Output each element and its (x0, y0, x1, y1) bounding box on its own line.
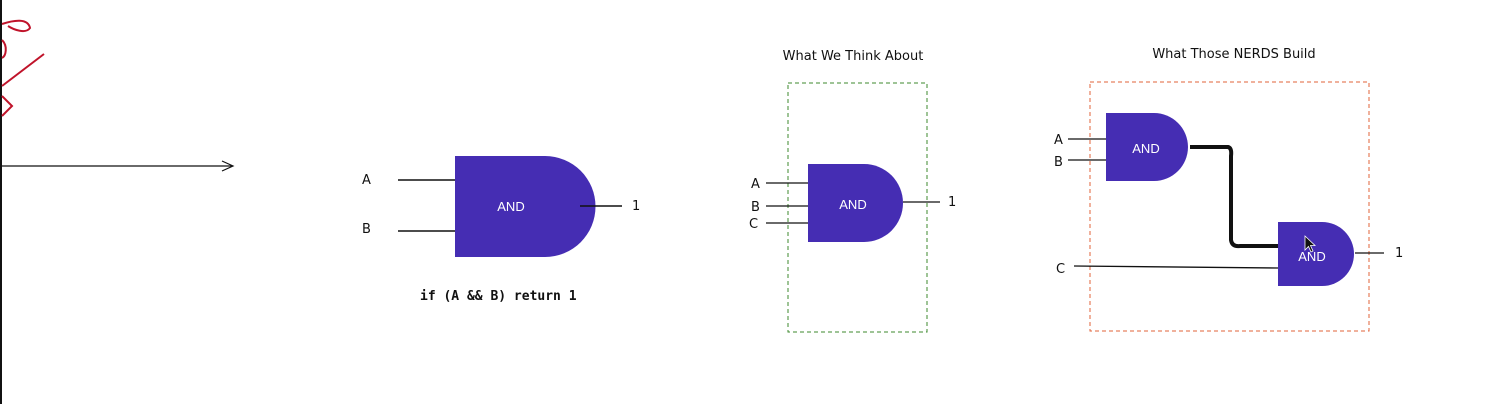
think-panel-title: What We Think About (783, 49, 924, 64)
think-and-gate (766, 164, 940, 242)
build-gate2-label: AND (1298, 249, 1325, 264)
mouse-pointer-icon (1304, 235, 1317, 253)
build-input-b-label: B (1054, 155, 1063, 170)
build-gate1-label: AND (1132, 141, 1159, 156)
build-input-c-label: C (1056, 262, 1065, 277)
simple-and-gate (398, 156, 622, 257)
think-input-b-label: B (751, 200, 760, 215)
build-input-a-label: A (1054, 133, 1063, 148)
think-output-label: 1 (948, 195, 956, 210)
think-input-a-label: A (751, 177, 760, 192)
build-connecting-wire (1190, 145, 1278, 249)
build-panel-title: What Those NERDS Build (1152, 47, 1315, 62)
think-panel-frame (787, 82, 928, 333)
simple-gate-label: AND (497, 199, 524, 214)
red-sketch-fragment (1, 19, 45, 117)
right-arrow-icon (2, 160, 235, 172)
canvas-left-edge (0, 0, 2, 404)
simple-output-label: 1 (632, 199, 640, 214)
build-output-label: 1 (1395, 246, 1403, 261)
build-and-gate-2 (1073, 222, 1384, 286)
simple-input-a-label: A (362, 173, 371, 188)
build-and-gate-1 (1068, 113, 1188, 181)
simple-input-b-label: B (362, 222, 371, 237)
build-panel-frame (1089, 81, 1370, 332)
think-input-c-label: C (749, 217, 758, 232)
code-snippet: if (A && B) return 1 (420, 289, 577, 304)
think-gate-label: AND (839, 197, 866, 212)
